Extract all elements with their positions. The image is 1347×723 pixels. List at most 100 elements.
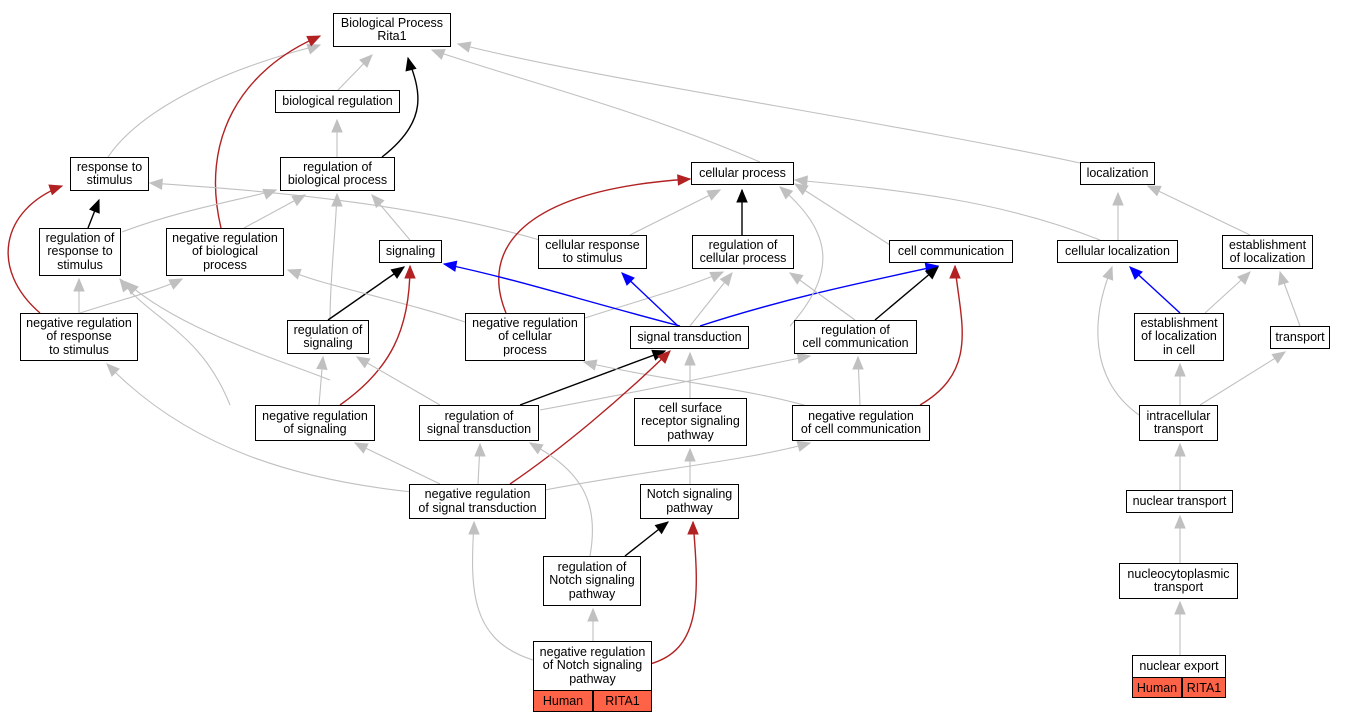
edge-arrowhead — [456, 41, 472, 53]
edge-arrowhead — [582, 359, 598, 371]
edge-line — [498, 178, 691, 314]
edge-arrowhead — [1271, 351, 1287, 364]
edge-line — [529, 442, 594, 557]
edge-arrowhead — [621, 272, 635, 286]
node-negative-regulation-of-cell-communication[interactable]: negative regulation of cell communicatio… — [792, 405, 930, 441]
edge-line — [583, 361, 821, 411]
edge-line — [354, 442, 441, 485]
edge-arrowhead — [306, 35, 322, 47]
node-biological-regulation[interactable]: biological regulation — [275, 90, 400, 113]
edge-arrowhead — [788, 272, 804, 285]
edge-arrowhead — [1129, 266, 1143, 280]
node-negative-regulation-of-response-to-stimulus[interactable]: negative regulation of response to stimu… — [20, 313, 138, 361]
node-cell-communication[interactable]: cell communication — [889, 240, 1013, 263]
node-response-to-stimulus[interactable]: response to stimulus — [70, 157, 149, 191]
edge-arrowhead — [793, 183, 809, 196]
edge-arrowhead — [677, 174, 692, 186]
node-cellular-response-to-stimulus[interactable]: cellular response to stimulus — [538, 235, 647, 269]
gene-tag[interactable]: RITA1 — [593, 690, 652, 712]
edge-line — [356, 356, 441, 406]
node-negative-regulation-of-notch-signaling-pathway[interactable]: negative regulation of Notch signaling p… — [533, 641, 652, 691]
node-cell-surface-receptor-signaling-pathway[interactable]: cell surface receptor signaling pathway — [634, 398, 747, 446]
edge-line — [779, 186, 824, 327]
edge-arrowhead — [1146, 185, 1162, 197]
node-cellular-process[interactable]: cellular process — [691, 162, 794, 185]
edge-line — [121, 189, 277, 233]
edge-arrowhead — [719, 271, 733, 287]
edge-arrowhead — [125, 281, 139, 295]
edge-line — [1147, 185, 1251, 236]
edge-arrowhead — [793, 175, 808, 187]
node-signal-transduction[interactable]: signal transduction — [630, 326, 749, 349]
edge-arrowhead — [331, 192, 343, 207]
species-tag[interactable]: Human — [533, 690, 593, 712]
node-regulation-of-notch-signaling-pathway[interactable]: regulation of Notch signaling pathway — [543, 556, 641, 606]
edge-line — [329, 193, 338, 321]
edge-arrowhead — [657, 350, 671, 364]
node-negative-regulation-of-cellular-process[interactable]: negative regulation of cellular process — [465, 313, 585, 361]
edge-arrowhead — [89, 198, 100, 214]
node-establishment-of-localization[interactable]: establishment of localization — [1222, 235, 1313, 269]
edge-arrowhead — [1174, 362, 1186, 377]
edge-arrowhead — [796, 440, 812, 452]
node-negative-regulation-of-signal-transduction[interactable]: negative regulation of signal transducti… — [409, 484, 546, 519]
edge-arrowhead — [924, 266, 939, 280]
edge-arrowhead — [474, 442, 486, 457]
edge-arrowhead — [1112, 191, 1124, 206]
node-regulation-of-biological-process[interactable]: regulation of biological process — [280, 157, 395, 191]
node-regulation-of-signal-transduction[interactable]: regulation of signal transduction — [419, 405, 539, 441]
edge-arrowhead — [709, 271, 725, 283]
node-nuclear-export[interactable]: nuclear export — [1132, 655, 1226, 678]
node-negative-regulation-of-biological-process[interactable]: negative regulation of biological proces… — [166, 228, 284, 276]
edge-arrowhead — [430, 49, 446, 60]
edge-arrowhead — [442, 260, 458, 272]
node-regulation-of-response-to-stimulus[interactable]: regulation of response to stimulus — [39, 228, 121, 276]
edge-arrowhead — [306, 43, 322, 55]
edge-line — [874, 266, 939, 321]
edge-arrowhead — [706, 189, 722, 201]
edge-line — [699, 265, 939, 327]
node-regulation-of-cell-communication[interactable]: regulation of cell communication — [794, 320, 917, 354]
edge-line — [621, 272, 679, 327]
edge-arrowhead — [852, 355, 864, 370]
edge-arrowhead — [779, 186, 794, 200]
node-regulation-of-cellular-process[interactable]: regulation of cellular process — [692, 235, 794, 269]
edge-arrowhead — [587, 607, 599, 622]
edge-line — [125, 281, 331, 381]
edge-arrowhead — [1174, 600, 1186, 615]
node-notch-signaling-pathway[interactable]: Notch signaling pathway — [640, 484, 739, 519]
node-cellular-localization[interactable]: cellular localization — [1057, 240, 1178, 263]
node-intracellular-transport[interactable]: intracellular transport — [1139, 405, 1218, 441]
node-negative-regulation-of-signaling[interactable]: negative regulation of signaling — [255, 405, 375, 441]
edge-line — [649, 521, 697, 665]
edge-arrowhead — [331, 118, 343, 133]
edge-line — [919, 265, 963, 406]
edge-arrowhead — [1174, 514, 1186, 529]
gene-tag[interactable]: RITA1 — [1182, 677, 1226, 698]
edge-arrowhead — [359, 54, 373, 68]
edge-line — [794, 183, 891, 246]
annotation-tags-export: Human RITA1 — [1132, 677, 1226, 698]
edge-line — [287, 269, 466, 323]
node-localization[interactable]: localization — [1080, 162, 1155, 185]
node-signaling[interactable]: signaling — [379, 240, 442, 263]
edge-line — [629, 189, 721, 236]
edge-arrowhead — [1102, 265, 1114, 281]
edge-arrowhead — [168, 278, 184, 290]
node-nuclear-transport[interactable]: nuclear transport — [1126, 490, 1233, 513]
annotation-tags-notch: Human RITA1 — [533, 690, 652, 712]
node-regulation-of-signaling[interactable]: regulation of signaling — [287, 320, 369, 354]
node-biological-process-root[interactable]: Biological Process Rita1 — [333, 13, 451, 47]
edge-arrowhead — [262, 188, 278, 200]
edge-arrowhead — [1174, 442, 1186, 457]
edge-arrowhead — [371, 194, 385, 209]
node-nucleocytoplasmic-transport[interactable]: nucleocytoplasmic transport — [1119, 563, 1238, 599]
species-tag[interactable]: Human — [1132, 677, 1182, 698]
edge-line — [149, 182, 541, 241]
edge-line — [1199, 351, 1286, 406]
edge-arrowhead — [353, 442, 369, 454]
node-establishment-of-localization-in-cell[interactable]: establishment of localization in cell — [1134, 313, 1224, 361]
node-transport[interactable]: transport — [1270, 326, 1330, 349]
edge-arrowhead — [316, 355, 328, 370]
edge-arrowhead — [73, 277, 85, 292]
